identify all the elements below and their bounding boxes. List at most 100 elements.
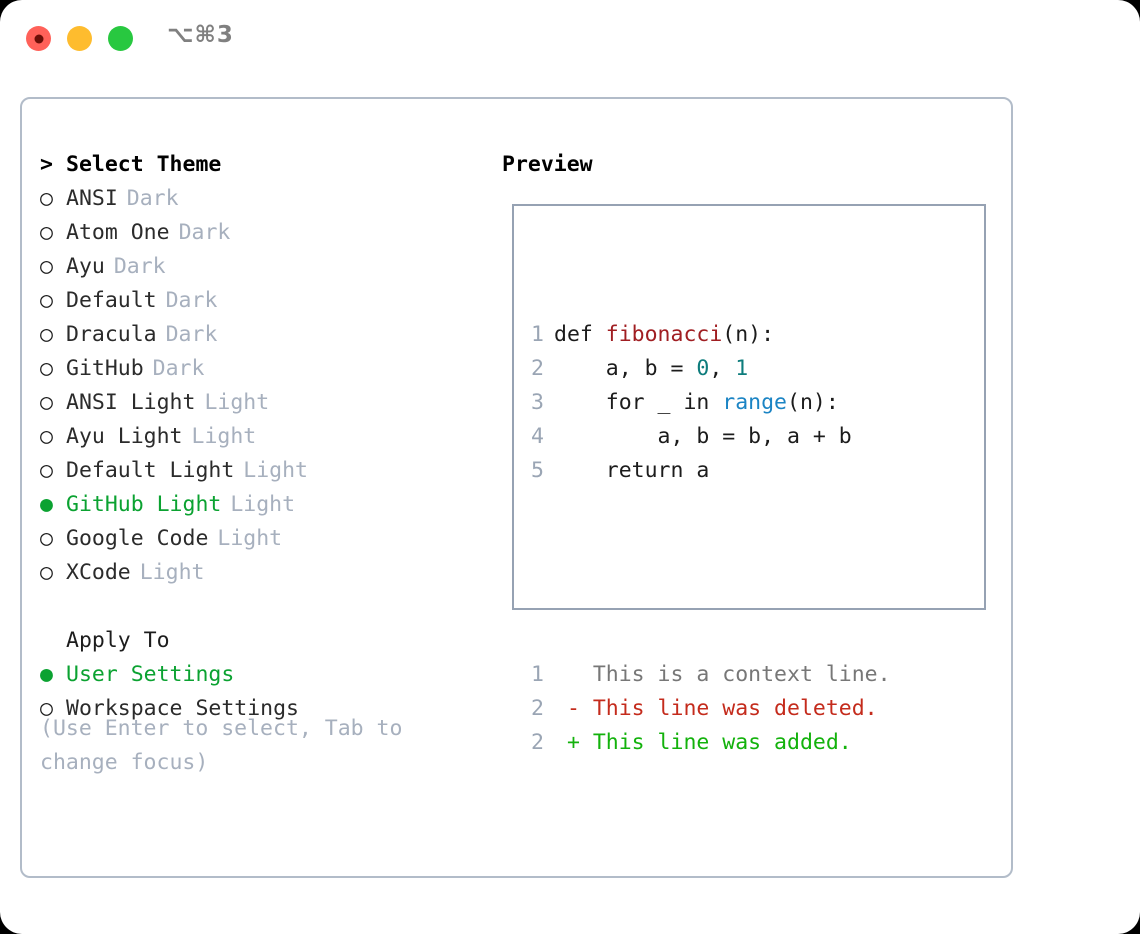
title-bar: ⌥⌘3: [0, 0, 1140, 78]
code-token: for _ in: [554, 390, 723, 415]
line-number: 4: [531, 424, 544, 449]
code-token: range: [722, 390, 788, 415]
theme-item-label: ANSI: [66, 186, 118, 211]
theme-item-variant-tag: Dark: [152, 356, 205, 381]
radio-unselected-icon: ○: [40, 526, 53, 551]
diff-line: 2 - This line was deleted.: [528, 692, 891, 726]
theme-item-label: Dracula: [66, 322, 157, 347]
line-number: 2: [531, 696, 544, 721]
apply-to-option-user-settings[interactable]: ●User Settings: [40, 662, 480, 696]
preview-heading: Preview: [502, 152, 593, 177]
diff-line-text: - This line was deleted.: [554, 696, 878, 721]
code-line: 4 a, b = b, a + b: [528, 420, 891, 454]
select-theme-heading: >Select Theme: [40, 152, 480, 186]
radio-unselected-icon: ○: [40, 458, 53, 483]
theme-item-label: Ayu Light: [66, 424, 183, 449]
line-number: 2: [531, 356, 544, 381]
theme-item-label: XCode: [66, 560, 131, 585]
diff-line: 1 This is a context line.: [528, 658, 891, 692]
theme-item-github[interactable]: ○ GitHub Dark: [40, 356, 480, 390]
theme-item-variant-tag: Dark: [126, 186, 179, 211]
apply-to-option-workspace-settings[interactable]: ○ Workspace Settings: [40, 696, 480, 730]
radio-selected-icon: ●: [40, 662, 53, 687]
code-token: ,: [709, 356, 736, 381]
radio-unselected-icon: ○: [40, 560, 53, 585]
theme-item-default[interactable]: ○ Default Dark: [40, 288, 480, 322]
theme-item-ayu[interactable]: ○ Ayu Dark: [40, 254, 480, 288]
theme-item-label: Google Code: [66, 526, 209, 551]
theme-item-google-code[interactable]: ○ Google Code Light: [40, 526, 480, 560]
radio-unselected-icon: ○: [40, 220, 53, 245]
radio-selected-icon: ●: [40, 492, 53, 517]
theme-item-variant-tag: Light: [204, 390, 270, 415]
apply-to-option-label: Workspace Settings: [66, 696, 299, 721]
radio-unselected-icon: ○: [40, 356, 53, 381]
apply-to-heading-label: Apply To: [66, 628, 170, 653]
code-token: def: [554, 322, 606, 347]
radio-unselected-icon: ○: [40, 390, 53, 415]
minimize-button[interactable]: [67, 26, 92, 51]
theme-item-label: GitHub: [66, 356, 144, 381]
theme-item-dracula[interactable]: ○ Dracula Dark: [40, 322, 480, 356]
theme-item-ayu-light[interactable]: ○ Ayu Light Light: [40, 424, 480, 458]
theme-item-default-light[interactable]: ○ Default Light Light: [40, 458, 480, 492]
line-number: 2: [531, 730, 544, 755]
theme-item-variant-tag: Light: [191, 424, 257, 449]
code-line: 2 a, b = 0, 1: [528, 352, 891, 386]
radio-unselected-icon: ○: [40, 322, 53, 347]
line-number: 5: [531, 458, 544, 483]
code-line: 3 for _ in range(n):: [528, 386, 891, 420]
line-number: 3: [531, 390, 544, 415]
theme-item-variant-tag: Dark: [165, 322, 218, 347]
maximize-button[interactable]: [108, 26, 133, 51]
theme-item-variant-tag: Dark: [165, 288, 218, 313]
close-button[interactable]: [26, 26, 51, 51]
theme-item-variant-tag: Dark: [113, 254, 166, 279]
code-diff-separator: [528, 556, 891, 590]
radio-unselected-icon: ○: [40, 288, 53, 313]
code-token: (n):: [787, 390, 839, 415]
apply-to-heading: Apply To: [40, 628, 480, 662]
line-number: 1: [531, 662, 544, 687]
code-token: a, b = b, a + b: [554, 424, 852, 449]
apply-to-options[interactable]: ●User Settings○ Workspace Settings: [40, 662, 480, 730]
radio-unselected-icon: ○: [40, 424, 53, 449]
line-number: 1: [531, 322, 544, 347]
list-spacer: [40, 594, 480, 628]
diff-line: 2 + This line was added.: [528, 726, 891, 760]
theme-item-xcode[interactable]: ○ XCode Light: [40, 560, 480, 594]
theme-item-variant-tag: Light: [243, 458, 309, 483]
theme-item-label: Atom One: [66, 220, 170, 245]
keyboard-shortcut-label: ⌥⌘3: [167, 22, 234, 48]
radio-unselected-icon: ○: [40, 186, 53, 211]
diff-line-text: This is a context line.: [554, 662, 891, 687]
theme-item-ansi[interactable]: ○ ANSI Dark: [40, 186, 480, 220]
radio-unselected-icon: ○: [40, 696, 53, 721]
traffic-lights: [26, 26, 133, 51]
theme-item-label: Default: [66, 288, 157, 313]
code-token: fibonacci: [605, 322, 723, 347]
theme-item-label: GitHub Light: [66, 492, 222, 517]
radio-unselected-icon: ○: [40, 254, 53, 279]
theme-item-variant-tag: Light: [139, 560, 205, 585]
theme-item-variant-tag: Light: [217, 526, 283, 551]
theme-item-label: Ayu: [66, 254, 105, 279]
diff-line-text: + This line was added.: [554, 730, 852, 755]
keyboard-hint-text: (Use Enter to select, Tab to change focu…: [40, 716, 403, 775]
prompt-caret-icon: >: [40, 152, 53, 177]
apply-to-bullet-placeholder: [40, 628, 66, 653]
code-token: 0: [696, 356, 710, 381]
code-token: return a: [554, 458, 710, 483]
theme-item-label: Default Light: [66, 458, 235, 483]
code-token: 1: [735, 356, 749, 381]
